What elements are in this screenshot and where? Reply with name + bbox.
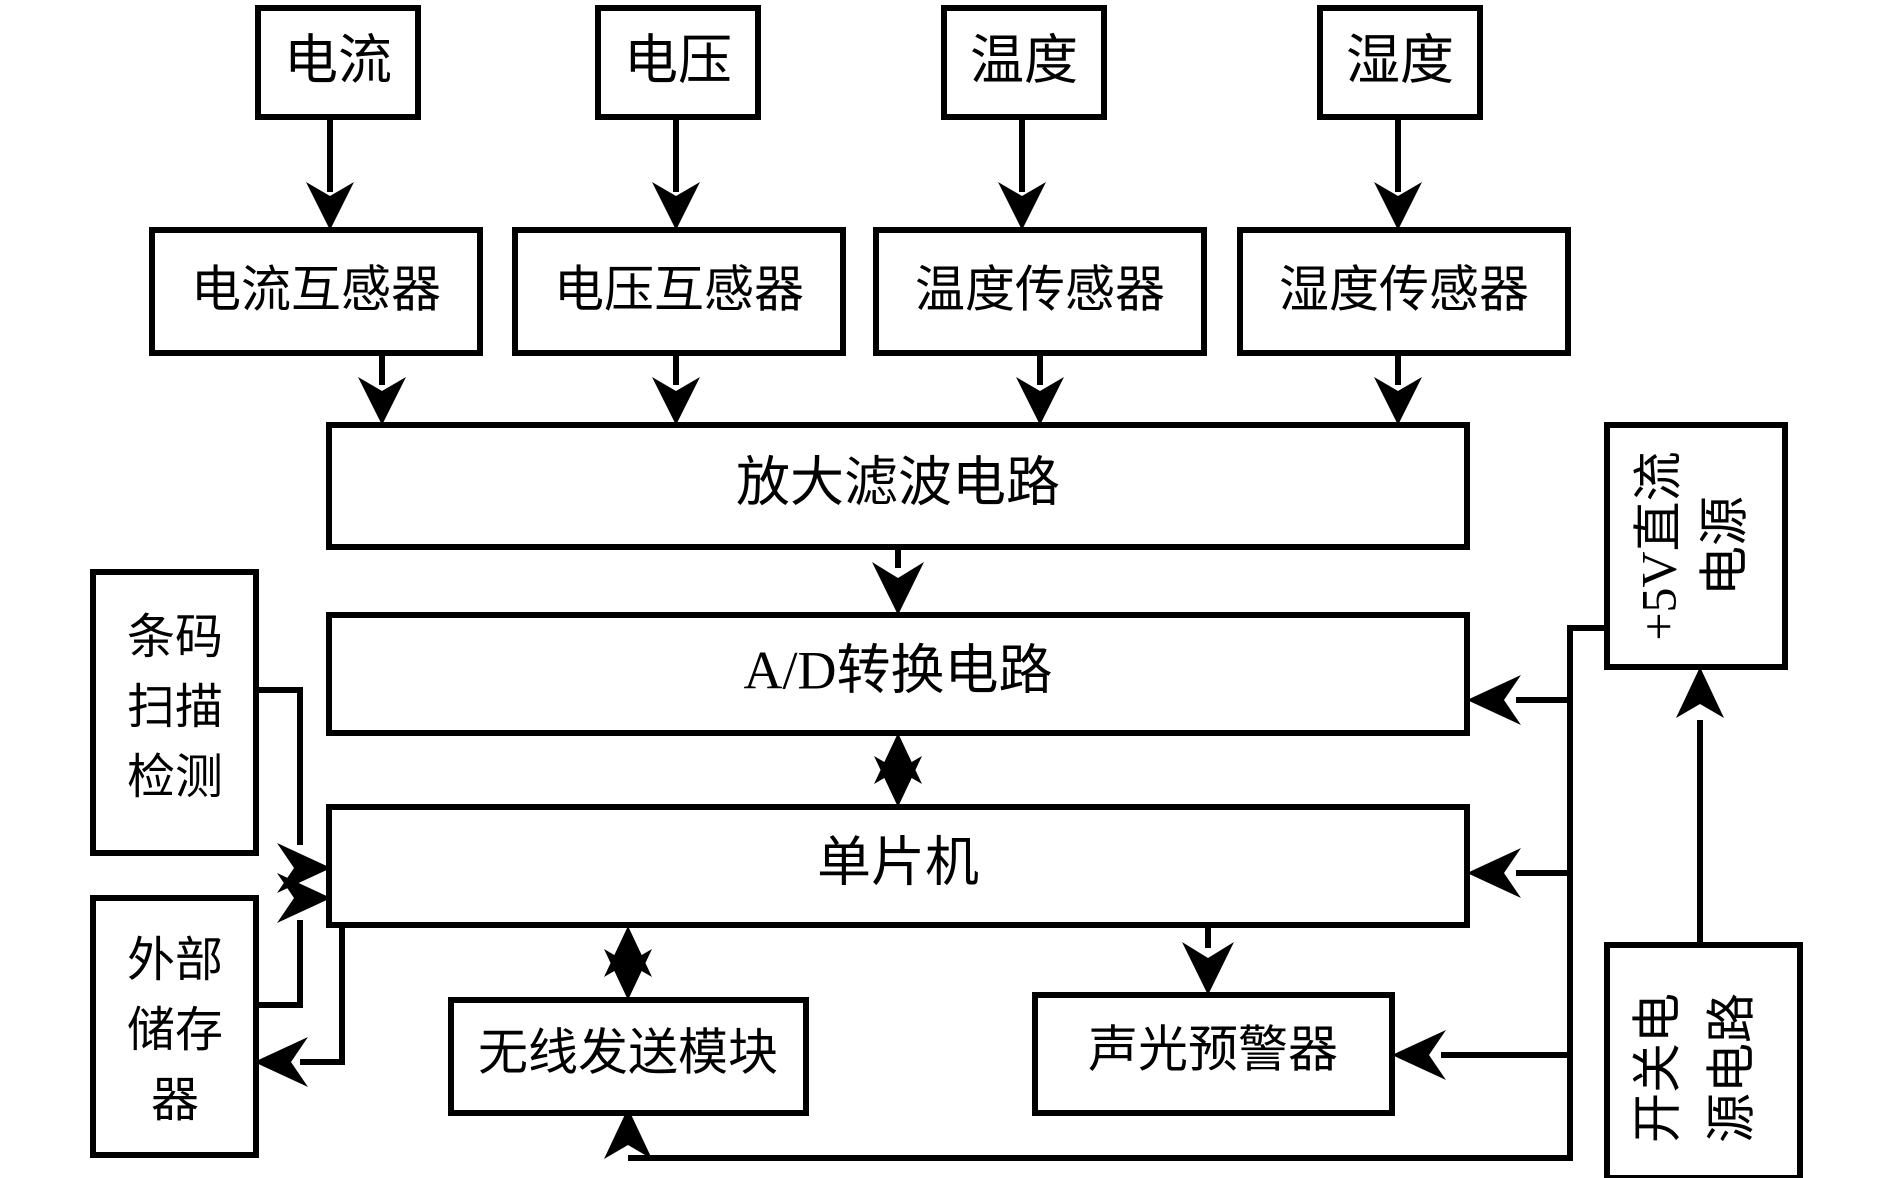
arrowhead-dcpower-to-ad (1467, 675, 1521, 725)
edge-dcpower-rail-bottom-bus (628, 1055, 1573, 1161)
node-mcu-label: 单片机 (817, 832, 979, 892)
node-dc-power-supply-5v-line-1: +5V直流 (1630, 451, 1686, 640)
edge-dcpower-to-ad (1567, 625, 1607, 700)
node-temperature-sensor-label: 温度传感器 (915, 261, 1165, 317)
node-mcu[interactable]: 单片机 (326, 804, 1470, 928)
node-audible-visual-alarm-label: 声光预警器 (1088, 1021, 1338, 1077)
arrowhead-humidity-to-sensor (1374, 182, 1422, 230)
node-amplify-filter-circuit[interactable]: 放大滤波电路 (326, 422, 1470, 550)
node-ad-conversion-circuit[interactable]: A/D转换电路 (326, 612, 1470, 736)
arrowhead-amplifier-to-ad (872, 562, 924, 615)
node-switching-power-circuit-line-2: 源电路 (1703, 993, 1759, 1143)
node-dc-power-supply-5v-line-2: 电源 (1696, 496, 1752, 596)
node-external-storage-line-3: 器 (151, 1074, 199, 1127)
arrowhead-hsensor-to-amplifier (1374, 377, 1422, 425)
node-dc-power-supply-5v[interactable]: +5V直流 电源 (1604, 422, 1788, 670)
arrowhead-temperature-to-sensor (998, 182, 1046, 230)
connector-layer (254, 117, 1724, 1161)
node-wireless-transmit-module-label: 无线发送模块 (478, 1024, 778, 1080)
node-switching-power-circuit-line-1: 开关电 (1629, 993, 1685, 1143)
node-temperature-source[interactable]: 温度 (941, 5, 1107, 120)
node-voltage-transformer[interactable]: 电压互感器 (512, 227, 846, 356)
node-amplify-filter-circuit-label: 放大滤波电路 (736, 452, 1060, 512)
arrowhead-current-to-ct (306, 182, 354, 230)
node-temperature-sensor[interactable]: 温度传感器 (873, 227, 1207, 356)
node-audible-visual-alarm[interactable]: 声光预警器 (1032, 992, 1395, 1116)
node-voltage-source[interactable]: 电压 (595, 5, 761, 120)
arrowhead-tsensor-to-amplifier (1016, 377, 1064, 425)
node-voltage-source-label: 电压 (624, 30, 732, 90)
arrowhead-dcpower-to-wireless (604, 1108, 652, 1159)
node-current-source[interactable]: 电流 (255, 5, 421, 120)
arrowhead-mcu-to-ad-up (874, 733, 922, 784)
node-switching-power-circuit[interactable]: 开关电 源电路 (1604, 942, 1803, 1178)
node-current-source-label: 电流 (284, 30, 392, 90)
edge-storage-to-mcu (256, 920, 303, 1008)
node-barcode-scan-detection[interactable]: 条码 扫描 检测 (90, 569, 259, 856)
node-humidity-source[interactable]: 湿度 (1317, 5, 1483, 120)
node-barcode-scan-detection-line-2: 扫描 (127, 681, 223, 734)
node-temperature-source-label: 温度 (970, 30, 1078, 90)
node-barcode-scan-detection-line-1: 条码 (127, 611, 223, 664)
arrowhead-voltage-to-vt (652, 182, 700, 230)
arrowhead-wireless-to-mcu-up (604, 926, 652, 977)
node-voltage-transformer-label: 电压互感器 (554, 261, 804, 317)
arrowhead-mcu-to-storage (254, 1037, 308, 1087)
edge-barcode-to-mcu (256, 687, 303, 845)
edge-mcu-to-storage (300, 895, 345, 1065)
node-ad-conversion-circuit-label: A/D转换电路 (744, 640, 1053, 700)
arrowhead-mcu-to-alarm (1182, 942, 1234, 995)
node-current-transformer[interactable]: 电流互感器 (149, 227, 483, 356)
arrowhead-switching-to-dcpower (1676, 667, 1724, 718)
node-external-storage[interactable]: 外部 储存 器 (90, 895, 259, 1158)
node-current-transformer-label: 电流互感器 (191, 261, 441, 317)
node-external-storage-line-2: 储存 (127, 1004, 223, 1057)
arrowhead-vt-to-amplifier (652, 377, 700, 425)
node-barcode-scan-detection-line-3: 检测 (127, 751, 223, 804)
arrowhead-dcpower-to-alarm (1392, 1030, 1446, 1080)
node-humidity-sensor-label: 湿度传感器 (1279, 261, 1529, 317)
node-external-storage-line-1: 外部 (127, 934, 223, 987)
arrowhead-dcpower-to-mcu (1467, 848, 1521, 898)
node-wireless-transmit-module[interactable]: 无线发送模块 (448, 997, 809, 1116)
node-humidity-source-label: 湿度 (1346, 30, 1454, 90)
arrowhead-storage-to-mcu (277, 873, 331, 923)
node-humidity-sensor[interactable]: 湿度传感器 (1237, 227, 1571, 356)
arrowhead-ct-to-amplifier (358, 377, 406, 425)
